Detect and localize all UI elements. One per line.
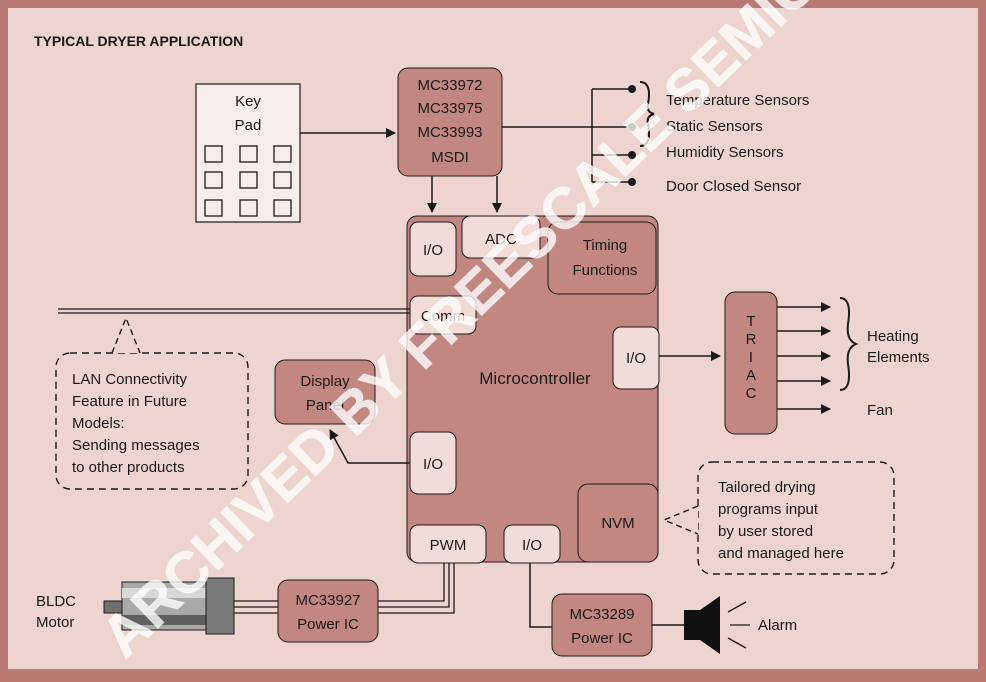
heating-label-1: Heating (867, 328, 919, 345)
svg-text:ADC: ADC (485, 231, 517, 248)
display-panel: Display Panel (274, 359, 376, 425)
mcu-comm: Comm (409, 295, 477, 335)
svg-text:Display: Display (300, 373, 350, 390)
svg-text:I/O: I/O (626, 350, 646, 367)
sensor-ic-block: MC33972 MC33975 MC33993 MSDI (397, 67, 503, 177)
bldc-motor-icon (103, 577, 235, 635)
svg-text:MC33289: MC33289 (569, 606, 634, 623)
nvm-note-line-4: and managed here (718, 545, 844, 562)
svg-text:T: T (746, 313, 755, 330)
sensor-lines (502, 88, 630, 183)
mcu-adc: ADC (461, 215, 541, 259)
mcu-io-left: I/O (409, 431, 457, 495)
svg-text:I/O: I/O (423, 242, 443, 259)
nvm-note-callout: Tailored drying programs input by user s… (662, 461, 895, 575)
keypad-label-2: Pad (235, 117, 262, 134)
lan-note-line-1: LAN Connectivity (72, 371, 188, 388)
svg-text:Functions: Functions (572, 262, 637, 279)
keypad: Key Pad (195, 83, 301, 223)
motor-power-ic: MC33927 Power IC (277, 579, 379, 643)
svg-text:NVM: NVM (601, 515, 634, 532)
sensor-ic-line-3: MC33993 (417, 124, 482, 141)
heating-brace (839, 297, 859, 391)
triac-block: T R I A C (724, 291, 778, 435)
mcu-io-bottom: I/O (503, 524, 561, 564)
mcu-io-top: I/O (409, 221, 457, 277)
svg-text:Power IC: Power IC (297, 616, 359, 633)
nvm-note-line-3: by user stored (718, 523, 813, 540)
microcontroller-label: Microcontroller (479, 369, 591, 388)
svg-text:I: I (749, 349, 753, 366)
motor-label-2: Motor (36, 614, 74, 631)
figure-title: TYPICAL DRYER APPLICATION (34, 33, 243, 49)
io-to-alarm-line (529, 563, 552, 628)
keypad-label-1: Key (235, 93, 261, 110)
svg-text:C: C (746, 385, 757, 402)
alarm-power-ic: MC33289 Power IC (551, 593, 653, 657)
alarm-speaker-icon (684, 596, 750, 654)
mcu-pwm: PWM (409, 524, 487, 564)
keypad-keys (204, 145, 292, 217)
lan-note-line-2: Feature in Future (72, 393, 187, 410)
alarm-label: Alarm (758, 617, 797, 634)
svg-text:Panel: Panel (306, 397, 344, 414)
svg-text:Power IC: Power IC (571, 630, 633, 647)
io-to-display-arrow (329, 429, 410, 464)
nvm-note-line-2: programs input (718, 501, 819, 518)
svg-text:I/O: I/O (522, 537, 542, 554)
sensor-ic-line-4: MSDI (431, 149, 469, 166)
sensor-door: Door Closed Sensor (666, 178, 801, 195)
svg-text:R: R (746, 331, 757, 348)
motor-bus (233, 600, 278, 614)
svg-text:Comm: Comm (421, 308, 465, 325)
fan-label: Fan (867, 402, 893, 419)
lan-note-callout: LAN Connectivity Feature in Future Model… (55, 316, 249, 490)
svg-text:PWM: PWM (430, 537, 467, 554)
lan-bus (58, 308, 410, 314)
sensor-dots (628, 85, 636, 186)
mcu-nvm: NVM (577, 483, 659, 563)
mcu-io-right: I/O (612, 326, 660, 390)
sensor-static: Static Sensors (666, 118, 763, 135)
lan-note-line-4: Sending messages (72, 437, 200, 454)
svg-text:MC33927: MC33927 (295, 592, 360, 609)
sensor-ic-line-2: MC33975 (417, 100, 482, 117)
sensor-brace (639, 81, 655, 147)
pwm-bus (378, 563, 455, 614)
nvm-note-line-1: Tailored drying (718, 479, 816, 496)
sensor-temperature: Temperature Sensors (666, 92, 809, 109)
triac-output-arrows (777, 302, 831, 414)
sensor-ic-line-1: MC33972 (417, 77, 482, 94)
svg-text:A: A (746, 367, 756, 384)
sensor-humidity: Humidity Sensors (666, 144, 784, 161)
svg-text:Timing: Timing (583, 237, 627, 254)
lan-note-line-3: Models: (72, 415, 125, 432)
svg-text:I/O: I/O (423, 456, 443, 473)
heating-label-2: Elements (867, 349, 930, 366)
motor-label-1: BLDC (36, 593, 76, 610)
mcu-timing-functions: Timing Functions (547, 221, 657, 295)
lan-note-line-5: to other products (72, 459, 185, 476)
